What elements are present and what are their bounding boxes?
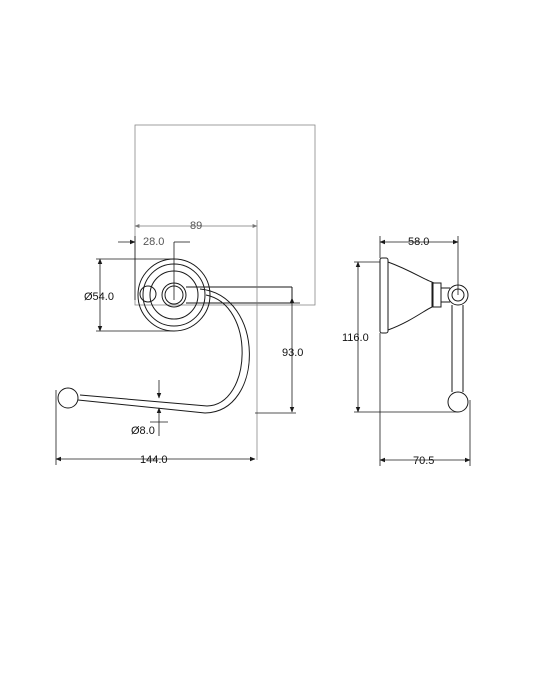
dim-bar-diameter-label: Ø8.0 — [131, 425, 155, 437]
dim-overall-depth-label: 70.5 — [413, 455, 434, 467]
dim-plate-width: 89 — [134, 220, 258, 460]
dim-overall-height: 116.0 — [342, 261, 458, 413]
dim-offset-label: 28.0 — [143, 236, 164, 248]
dim-offset: 28.0 — [118, 236, 190, 300]
side-view: 58.0 116.0 70.5 — [342, 236, 471, 467]
dim-drop-height-label: 93.0 — [282, 347, 303, 359]
dim-projection: 58.0 — [379, 236, 459, 295]
holder-arm — [139, 285, 293, 304]
dim-overall-width: 144.0 — [55, 390, 256, 466]
dim-overall-height-label: 116.0 — [342, 332, 369, 344]
reference-plate-outline — [134, 124, 316, 306]
dim-overall-depth: 70.5 — [379, 333, 471, 467]
dim-rosette-diameter: Ø54.0 — [84, 258, 174, 332]
dim-projection-label: 58.0 — [408, 236, 429, 248]
dim-plate-width-label: 89 — [190, 220, 202, 232]
front-view: 89 28.0 Ø54.0 93.0 — [55, 124, 316, 466]
dim-drop-height: 93.0 — [255, 297, 303, 414]
dim-rosette-diameter-label: Ø54.0 — [84, 291, 114, 303]
dim-overall-width-label: 144.0 — [140, 454, 168, 466]
curved-bar — [57, 288, 250, 414]
dim-bar-diameter: Ø8.0 — [131, 380, 168, 437]
side-profile — [379, 257, 469, 413]
